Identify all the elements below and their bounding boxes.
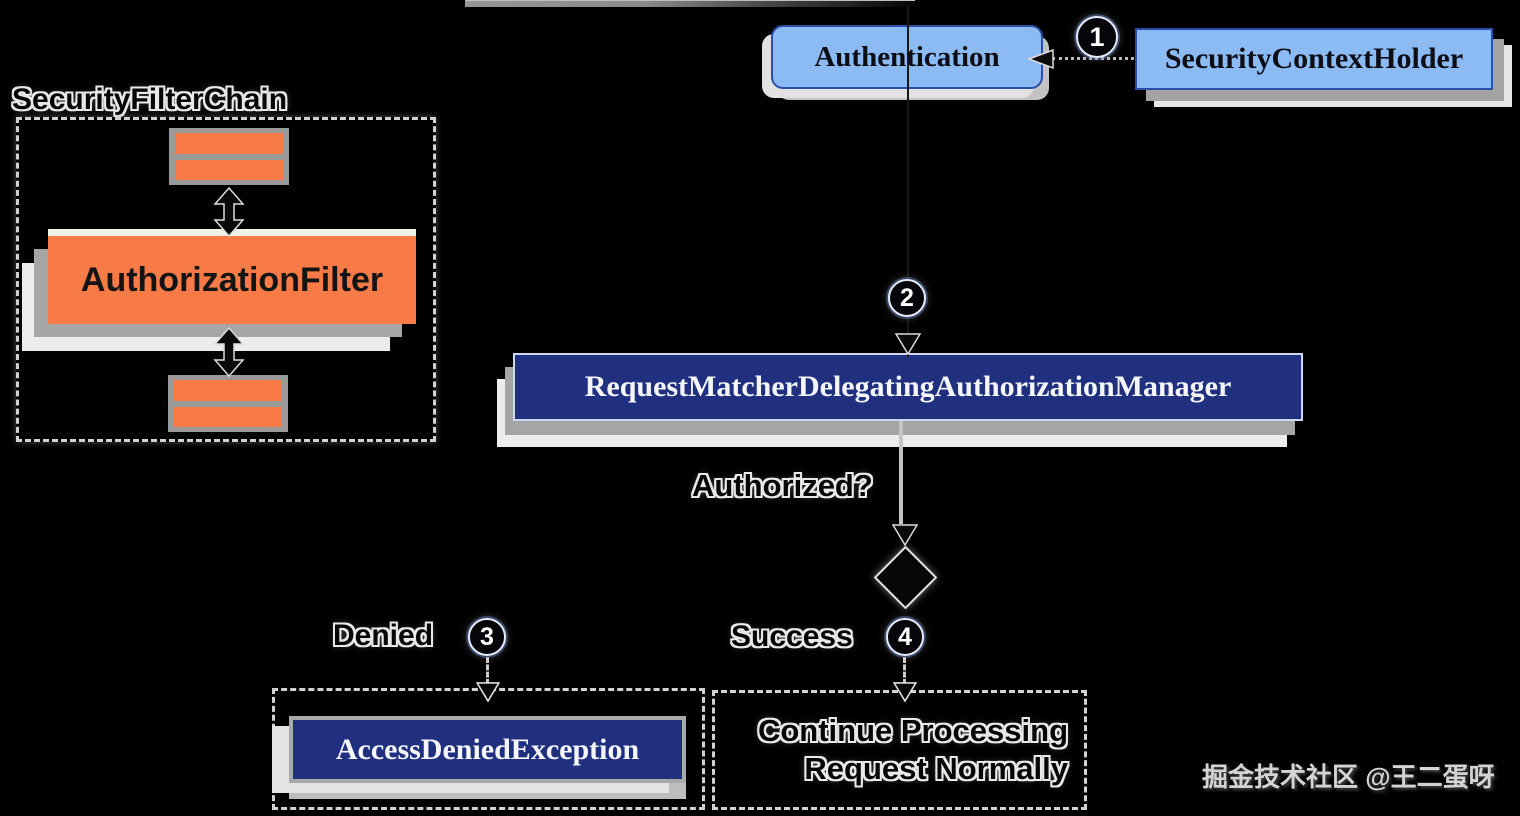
step-4-number: 4 <box>898 622 912 651</box>
down-arrowhead-icon <box>892 682 918 703</box>
request-matcher-manager-label: RequestMatcherDelegatingAuthorizationMan… <box>584 370 1232 403</box>
cropped-top-bar <box>465 0 915 7</box>
authorization-filter-label: AuthorizationFilter <box>80 260 384 299</box>
success-label: Success <box>731 620 853 653</box>
step1-dotted-line <box>1052 57 1134 60</box>
watermark: 掘金技术社区 @王二蛋呀 <box>1202 762 1495 792</box>
step-2-badge: 2 <box>888 279 926 317</box>
continue-processing-line1: Continue Processing <box>757 713 1068 748</box>
auth-to-manager-connector-line <box>907 7 909 357</box>
step-4-badge: 4 <box>886 618 924 656</box>
step-1-badge: 1 <box>1076 16 1118 58</box>
double-arrow-icon <box>207 186 251 238</box>
security-context-holder-label: SecurityContextHolder <box>1164 42 1464 75</box>
security-filter-chain-box <box>16 117 436 442</box>
request-matcher-manager-box: RequestMatcherDelegatingAuthorizationMan… <box>513 353 1303 421</box>
authentication-label: Authentication <box>814 41 999 74</box>
down-arrowhead-icon <box>475 682 501 703</box>
authorized-question-label: Authorized? <box>692 468 873 503</box>
double-arrow-icon <box>207 326 251 378</box>
denied-dashed-line <box>486 657 489 685</box>
filter-stack-bottom <box>168 375 288 432</box>
access-denied-exception-label: AccessDeniedException <box>335 732 640 766</box>
filter-stripe <box>175 133 283 154</box>
step-3-badge: 3 <box>468 618 506 656</box>
down-arrowhead-icon <box>894 333 922 356</box>
step-3-number: 3 <box>480 622 494 651</box>
filter-stripe <box>174 406 282 427</box>
left-arrowhead-icon <box>1026 48 1054 70</box>
step-2-number: 2 <box>900 283 914 312</box>
decision-diamond-icon <box>873 545 938 610</box>
continue-processing-container: Continue Processing Request Normally <box>712 690 1087 810</box>
security-filter-chain-title: SecurityFilterChain <box>12 83 288 116</box>
filter-stripe <box>175 159 283 180</box>
authorization-filter-box: AuthorizationFilter <box>48 236 416 324</box>
step-1-number: 1 <box>1089 21 1105 52</box>
filter-stripe <box>174 380 282 401</box>
continue-processing-line2: Request Normally <box>804 751 1068 786</box>
filter-stack-top <box>169 128 289 185</box>
access-denied-exception-box: AccessDeniedException <box>289 716 686 783</box>
denied-label: Denied <box>333 619 434 652</box>
success-dashed-line <box>903 657 906 685</box>
down-arrowhead-icon <box>891 524 919 547</box>
manager-to-decision-connector-line <box>899 421 903 524</box>
security-context-holder-box: SecurityContextHolder <box>1135 28 1493 90</box>
